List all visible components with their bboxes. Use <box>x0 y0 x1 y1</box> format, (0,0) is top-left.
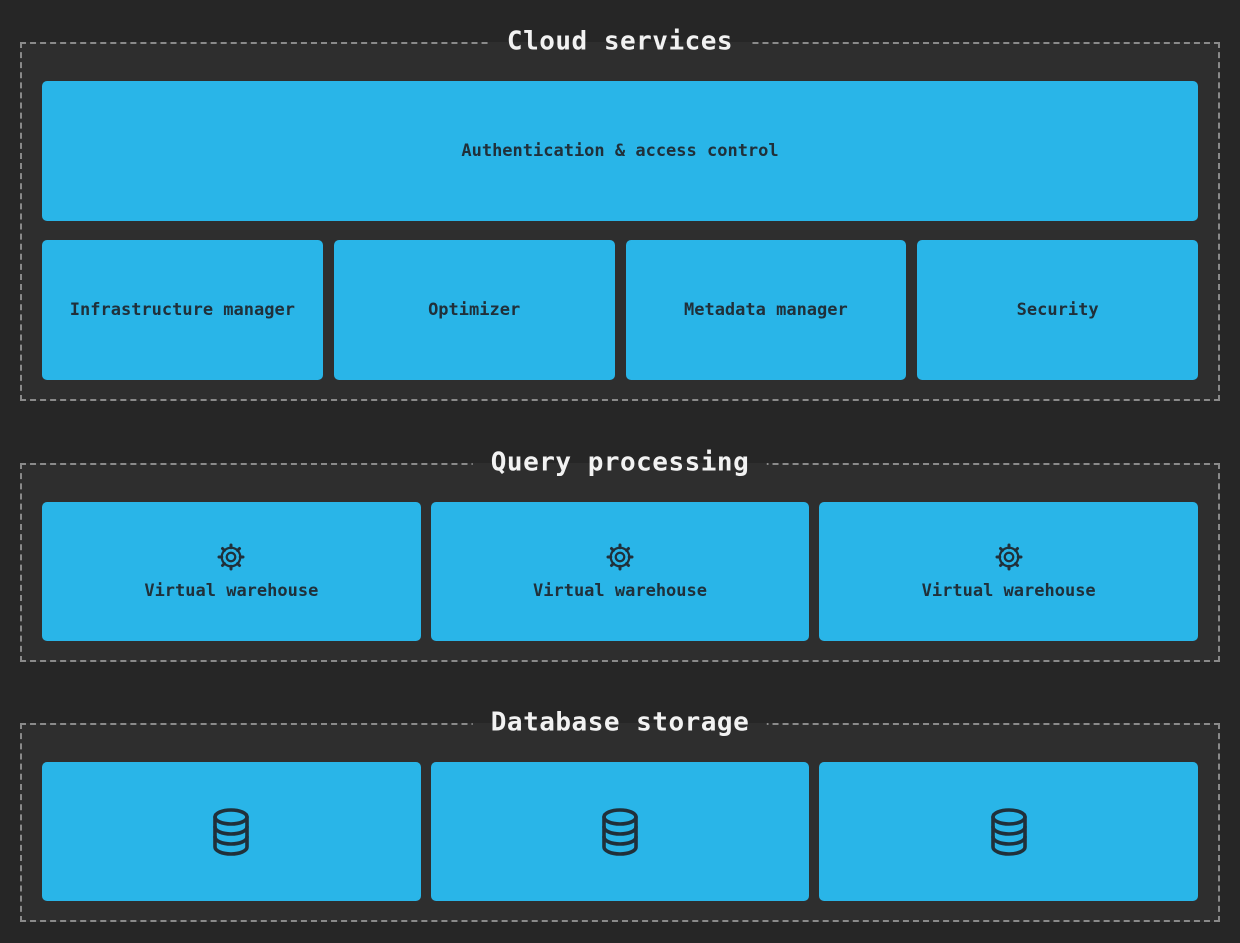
database-storage-row <box>42 762 1199 901</box>
gear-icon <box>606 543 634 571</box>
virtual-warehouse-label: Virtual warehouse <box>921 581 1096 601</box>
authentication-access-control-box: Authentication & access control <box>42 81 1198 221</box>
virtual-warehouse-box: Virtual warehouse <box>819 502 1199 641</box>
cloud-services-row: Infrastructure manager Optimizer Metadat… <box>42 240 1198 380</box>
box-security: Security <box>917 240 1198 380</box>
database-icon <box>602 807 638 856</box>
database-box <box>819 762 1199 901</box>
section-database-storage: Database storage <box>20 705 1220 922</box>
section-query-processing: Query processing Virtual warehouse <box>20 445 1220 662</box>
virtual-warehouse-box: Virtual warehouse <box>42 502 421 641</box>
database-icon <box>990 807 1027 856</box>
query-processing-row: Virtual warehouse Virtual warehouse <box>42 502 1199 641</box>
virtual-warehouse-label: Virtual warehouse <box>533 581 707 601</box>
box-metadata-manager: Metadata manager <box>625 240 907 380</box>
box-infrastructure-manager: Infrastructure manager <box>42 240 323 380</box>
database-icon <box>213 807 250 856</box>
virtual-warehouse-box: Virtual warehouse <box>430 502 810 641</box>
section-title-cloud-services: Cloud services <box>488 24 752 60</box>
database-box <box>430 762 810 901</box>
box-optimizer: Optimizer <box>333 240 615 380</box>
gear-icon <box>217 543 245 571</box>
database-box <box>42 762 421 901</box>
section-title-query-processing: Query processing <box>472 445 768 481</box>
virtual-warehouse-label: Virtual warehouse <box>144 581 319 601</box>
section-title-database-storage: Database storage <box>472 705 768 741</box>
gear-icon <box>995 543 1023 571</box>
section-cloud-services: Cloud services Authentication & access c… <box>20 24 1220 401</box>
